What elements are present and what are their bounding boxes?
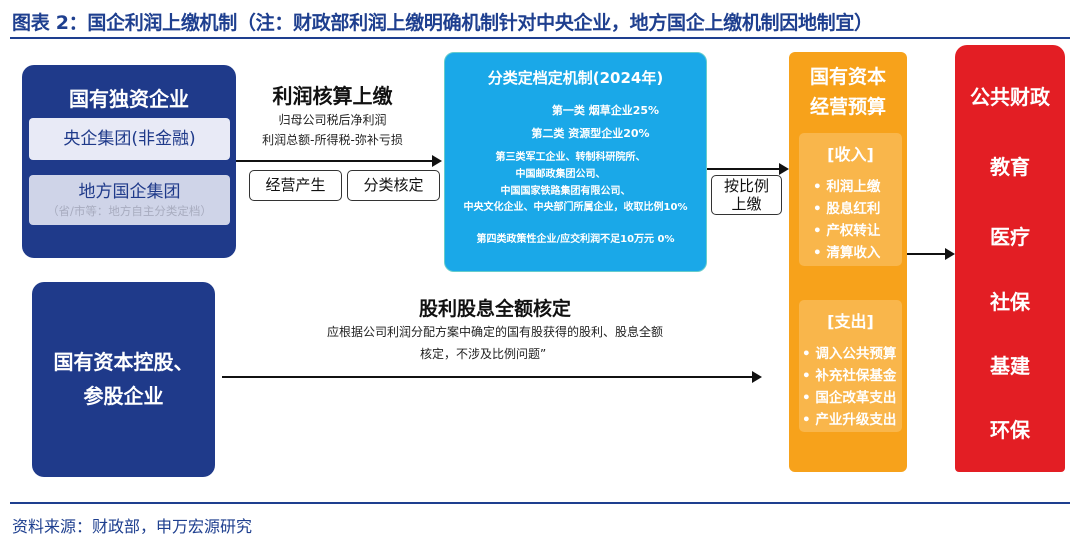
income-box: [收入] • 利润上缴 • 股息红利 • 产权转让 • 清算收入 bbox=[799, 133, 902, 266]
income-item: • 利润上缴 bbox=[813, 179, 881, 195]
source-note: 资料来源：财政部，申万宏源研究 bbox=[12, 517, 253, 536]
ratio-line1: 按比例 bbox=[723, 177, 769, 195]
expense-item: • 补充社保基金 bbox=[802, 368, 897, 384]
income-title: [收入] bbox=[827, 145, 874, 164]
classification-title: 分类定档定机制(2024年) bbox=[487, 69, 664, 87]
profit-title: 利润核算上缴 bbox=[272, 84, 393, 108]
public-item: 教育 bbox=[990, 155, 1030, 179]
budget-title1: 国有资本 bbox=[809, 66, 886, 88]
expense-item: • 调入公共预算 bbox=[802, 346, 897, 362]
title-divider bbox=[10, 37, 1070, 39]
ratio-arrow bbox=[707, 163, 789, 175]
public-item: 基建 bbox=[990, 354, 1030, 378]
footer-divider bbox=[10, 502, 1070, 504]
class-3b: 中国邮政集团公司、 bbox=[515, 169, 606, 180]
class-2: 第二类 资源型企业20% bbox=[531, 127, 650, 140]
budget-arrow bbox=[907, 248, 955, 260]
figure-title: 图表 2：国企利润上缴机制（注：财政部利润上缴明确机制针对中央企业，地方国企上缴… bbox=[12, 12, 873, 34]
expense-box: [支出] • 调入公共预算 • 补充社保基金 • 国企改革支出 • 产业升级支出 bbox=[799, 300, 902, 432]
public-item: 环保 bbox=[990, 418, 1030, 442]
local-group: 地方国企集团 bbox=[78, 182, 181, 202]
ratio-line2: 上缴 bbox=[731, 195, 762, 213]
local-group-box: 地方国企集团 （省/市等：地方自主分类定档） bbox=[29, 175, 230, 225]
income-item: • 股息红利 bbox=[813, 201, 881, 217]
profit-arrow bbox=[236, 155, 442, 167]
budget-title2: 经营预算 bbox=[809, 96, 886, 118]
holding-line2: 参股企业 bbox=[83, 384, 164, 408]
public-item: 医疗 bbox=[990, 225, 1030, 249]
ratio-label: 按比例 上缴 bbox=[711, 175, 782, 215]
profit-line2: 利润总额-所得税-弥补亏损 bbox=[262, 133, 403, 147]
classification-box: 分类定档定机制(2024年) 第一类 烟草企业25% 第二类 资源型企业20% … bbox=[444, 52, 707, 272]
public-item: 公共财政 bbox=[970, 85, 1050, 109]
expense-item: • 国企改革支出 bbox=[802, 390, 897, 406]
class-3a: 第三类军工企业、转制科研院所、 bbox=[495, 152, 646, 163]
sole-title: 国有独资企业 bbox=[69, 87, 189, 111]
dividend-title: 股利股息全额核定 bbox=[418, 298, 571, 320]
income-item: • 产权转让 bbox=[813, 223, 881, 239]
profit-line1: 归母公司税后净利润 bbox=[278, 113, 387, 127]
sole-state-box: 国有独资企业 央企集团(非金融) 地方国企集团 （省/市等：地方自主分类定档） bbox=[22, 65, 236, 258]
class-3c: 中国国家铁路集团有限公司、 bbox=[500, 186, 631, 197]
local-group-note: （省/市等：地方自主分类定档） bbox=[47, 204, 212, 218]
holding-line1: 国有资本控股、 bbox=[53, 350, 194, 374]
income-item: • 清算收入 bbox=[813, 245, 881, 261]
dividend-arrow bbox=[222, 371, 762, 383]
class-4: 第四类政策性企业/应交利润不足10万元 0% bbox=[476, 234, 675, 245]
expense-item: • 产业升级支出 bbox=[802, 412, 897, 428]
public-item: 社保 bbox=[990, 290, 1030, 314]
tag-classify: 分类核定 bbox=[347, 170, 440, 201]
dividend-line1: 应根据公司利润分配方案中确定的国有股获得的股利、股息全额 bbox=[326, 325, 663, 339]
dividend-line2: 核定，不涉及比例问题” bbox=[420, 347, 547, 361]
expense-title: [支出] bbox=[827, 312, 874, 331]
class-1: 第一类 烟草企业25% bbox=[551, 104, 660, 117]
holding-box: 国有资本控股、 参股企业 bbox=[32, 282, 215, 477]
class-3d: 中央文化企业、中央部门所属企业，收取比例10% bbox=[463, 202, 688, 213]
tag-operation: 经营产生 bbox=[249, 170, 342, 201]
budget-column: 国有资本 经营预算 [收入] • 利润上缴 • 股息红利 • 产权转让 • 清算… bbox=[789, 52, 907, 472]
central-group: 央企集团(非金融) bbox=[29, 118, 230, 160]
public-finance-column: 公共财政 教育 医疗 社保 基建 环保 bbox=[955, 45, 1065, 472]
